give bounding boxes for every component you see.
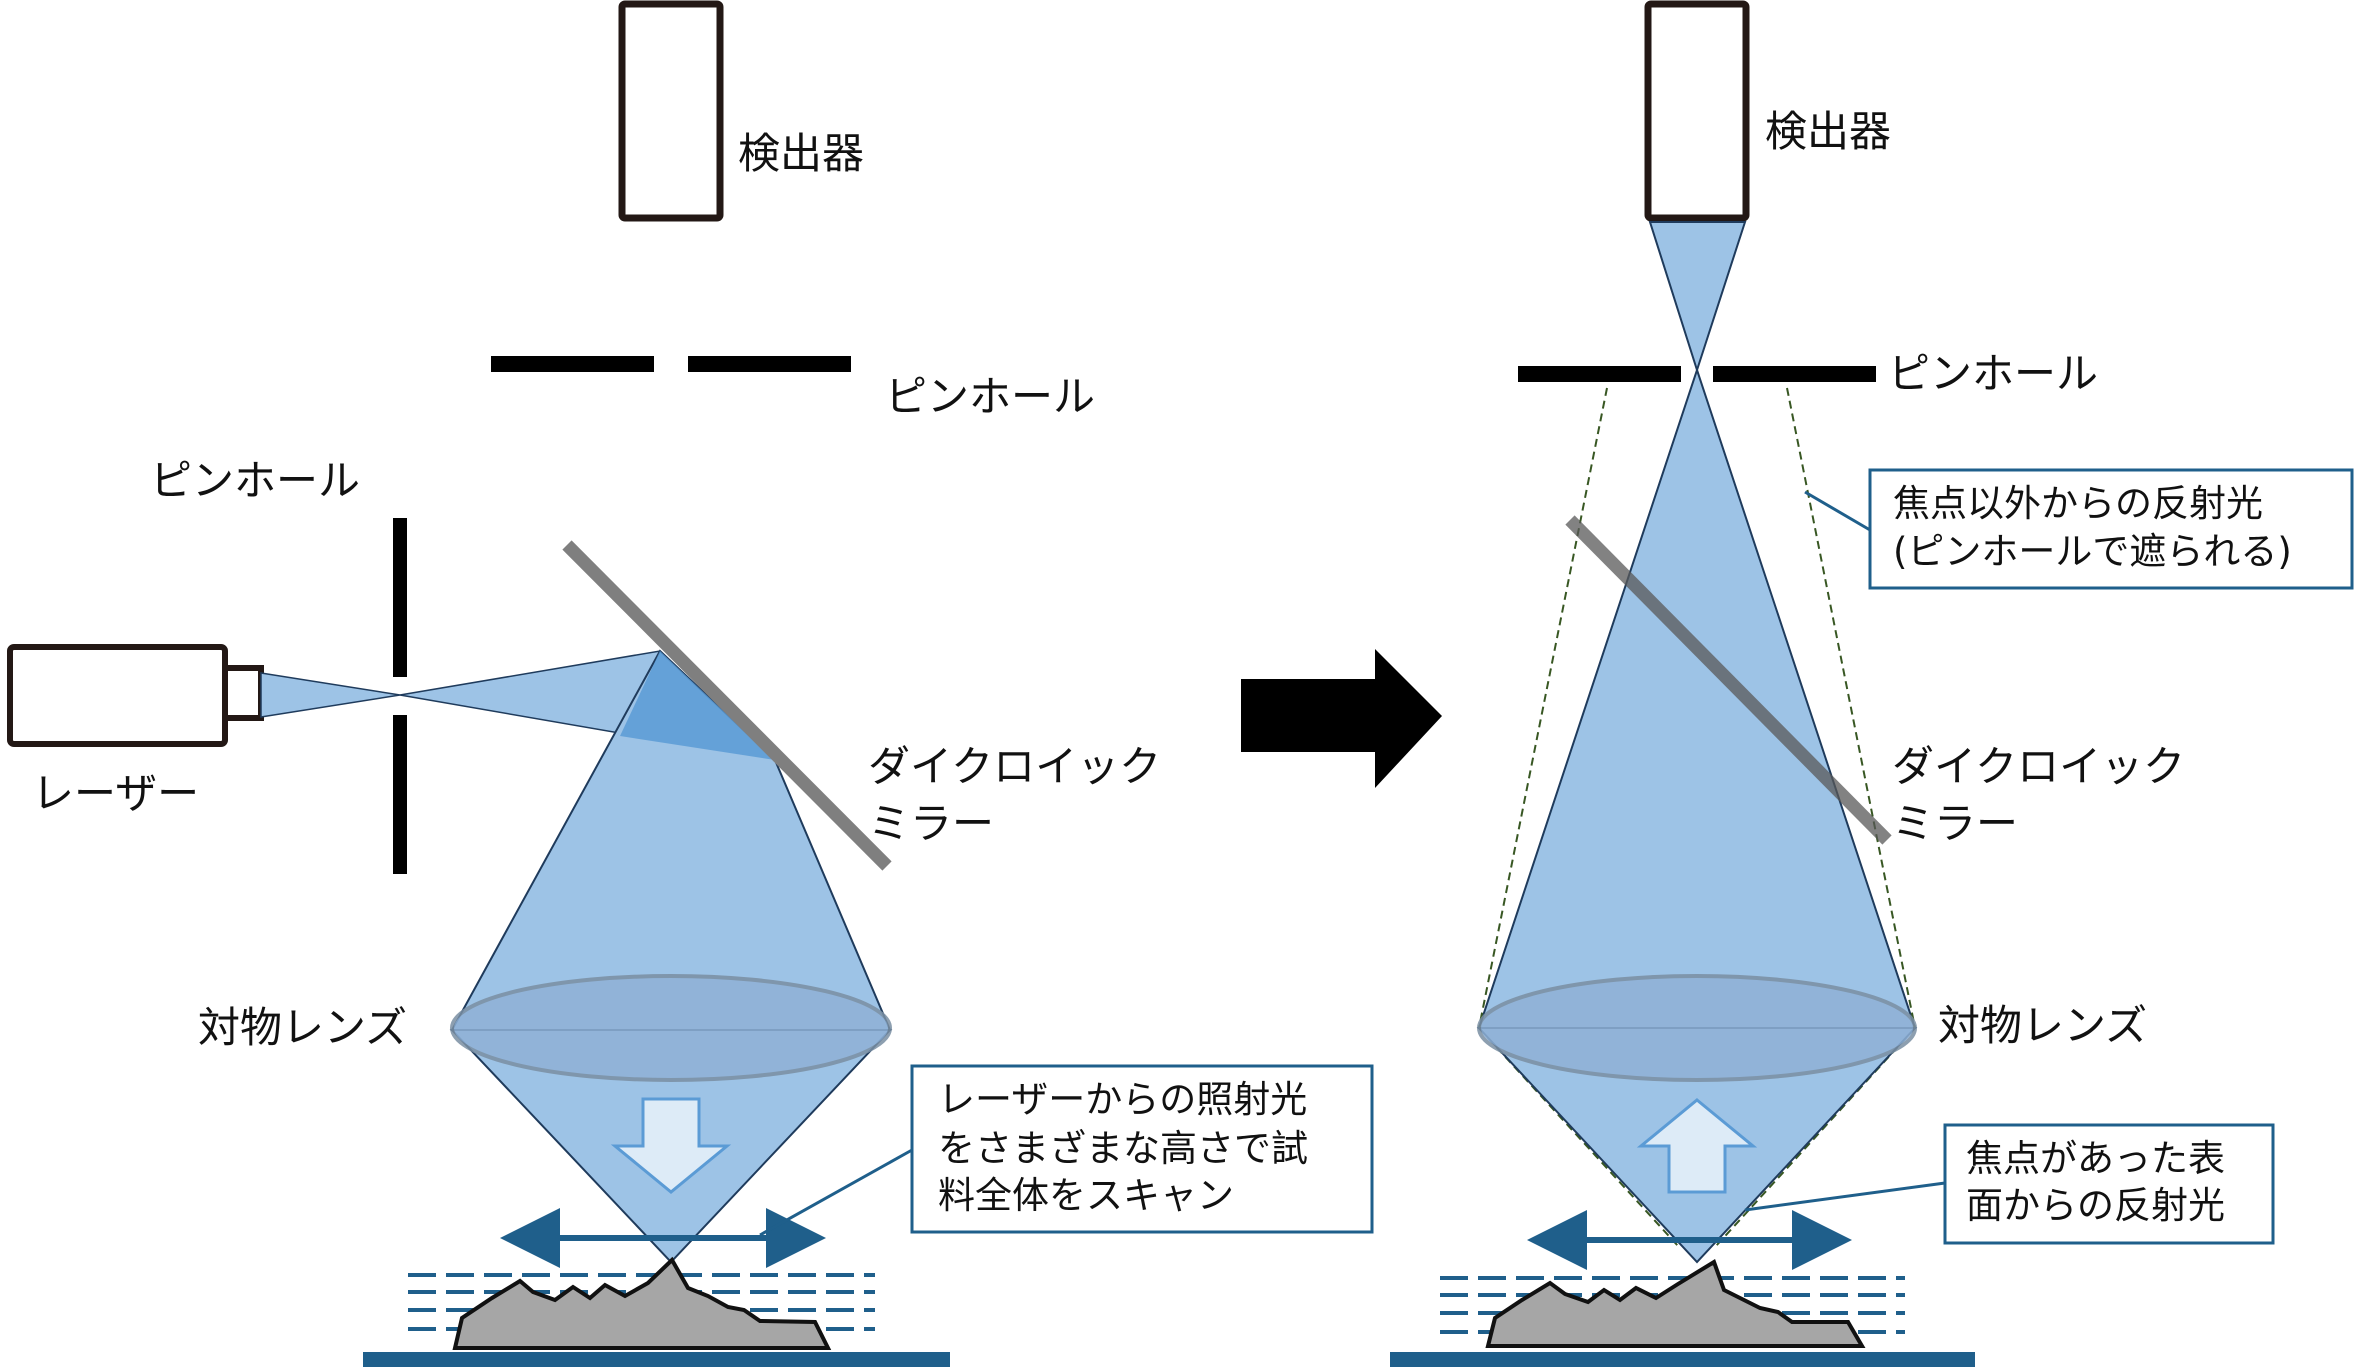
left-objective-lens: [450, 974, 892, 1082]
right-pinhole-label: ピンホール: [1888, 349, 2098, 398]
left-top-pinhole-label: ピンホール: [885, 372, 1095, 421]
laser-label: レーザー: [32, 769, 199, 818]
right-stage: [1390, 1352, 1975, 1367]
right-detector-cone: [1648, 221, 1747, 374]
right-pinhole-right: [1713, 366, 1876, 382]
left-top-pinhole-left: [491, 356, 654, 372]
laser-body: [7, 644, 228, 747]
left-mirror-label-1: ダイクロイック: [868, 742, 1161, 791]
right-lens-label: 対物レンズ: [1938, 1001, 2147, 1050]
left-beam-overlap: [620, 651, 775, 760]
right-up-arrow: [1636, 1098, 1758, 1194]
left-stage: [363, 1352, 950, 1367]
left-callout-leader: [759, 1148, 913, 1237]
right-mirror-label-1: ダイクロイック: [1892, 742, 2185, 791]
right-top-callout-box: [1868, 468, 2354, 590]
right-top-callout-line-2: (ピンホールで遮られる): [1893, 530, 2292, 573]
left-down-arrow: [610, 1097, 732, 1194]
right-bottom-callout-line-2: 面からの反射光: [1966, 1184, 2225, 1227]
right-mirror-label-2: ミラー: [1892, 799, 2018, 848]
left-mirror-label-2: ミラー: [868, 799, 994, 848]
left-callout-line-3: 料全体をスキャン: [938, 1174, 1234, 1217]
left-callout-line-1: レーザーからの照射光: [938, 1078, 1307, 1121]
left-side-pinhole-label: ピンホール: [150, 456, 360, 505]
right-bottom-callout-line-1: 焦点があった表: [1966, 1137, 2225, 1180]
right-dichroic-mirror: [1565, 515, 1892, 845]
laser-nozzle: [222, 665, 264, 721]
right-top-callout-leader: [1804, 490, 1871, 532]
left-detector-label: 検出器: [738, 129, 864, 178]
left-detector-box: [618, 0, 724, 222]
right-detector-box: [1644, 0, 1750, 222]
left-callout-box: [910, 1064, 1374, 1234]
left-top-pinhole-right: [688, 356, 851, 372]
left-side-pinhole-bottom: [393, 715, 407, 874]
right-detector-label: 検出器: [1765, 107, 1891, 156]
right-bottom-callout-leader: [1744, 1181, 1946, 1212]
left-lens-label: 対物レンズ: [198, 1003, 407, 1052]
transition-arrow: [1241, 649, 1442, 788]
left-dichroic-mirror: [562, 540, 892, 871]
left-sample: [452, 1256, 832, 1350]
right-bottom-callout-box: [1943, 1123, 2275, 1245]
left-callout-line-2: をさまざまな高さで試: [938, 1127, 1308, 1170]
laser-beam-in: [260, 672, 401, 718]
right-panel: 検出器 ピンホール ダイクロイック ミラー 対物レンズ: [1390, 0, 2354, 1367]
left-panel: 検出器 ピンホール ピンホール レーザー ダイクロイック ミラー 対物レンズ: [7, 0, 1374, 1367]
right-sample: [1485, 1259, 1866, 1348]
left-side-pinhole-top: [393, 518, 407, 677]
right-pinhole-left: [1518, 366, 1681, 382]
right-top-callout-line-1: 焦点以外からの反射光: [1893, 482, 2263, 525]
right-objective-lens: [1477, 974, 1917, 1082]
